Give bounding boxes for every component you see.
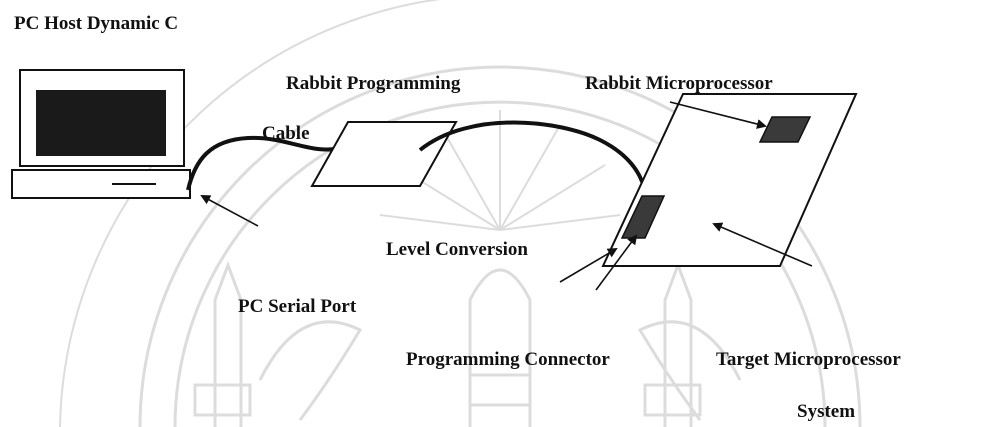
pc-serial-port-label: PC Serial Port (238, 296, 357, 317)
level-conversion-arrow (559, 247, 618, 283)
system-label: System (797, 401, 856, 422)
microprocessor-arrow (669, 101, 767, 129)
level-conversion-chip-icon (620, 195, 666, 239)
level-conversion-label: Level Conversion (386, 239, 528, 260)
connector-arrow (595, 234, 638, 291)
serial-cable (186, 135, 341, 191)
target-system-arrow (712, 222, 813, 267)
rabbit-microprocessor-label: Rabbit Microprocessor (585, 73, 773, 94)
pc-host-label: PC Host Dynamic C (14, 13, 179, 34)
target-microprocessor-label: Target Microprocessor (716, 349, 901, 370)
microprocessor-chip-icon (758, 116, 812, 143)
programming-cable-label: Rabbit Programming (286, 73, 461, 94)
serial-port-arrow (200, 195, 259, 227)
cable-label: Cable (262, 123, 310, 144)
programming-adapter-icon (310, 121, 458, 187)
programming-connector-label: Programming Connector (406, 349, 610, 370)
desktop-computer-icon (11, 69, 191, 199)
